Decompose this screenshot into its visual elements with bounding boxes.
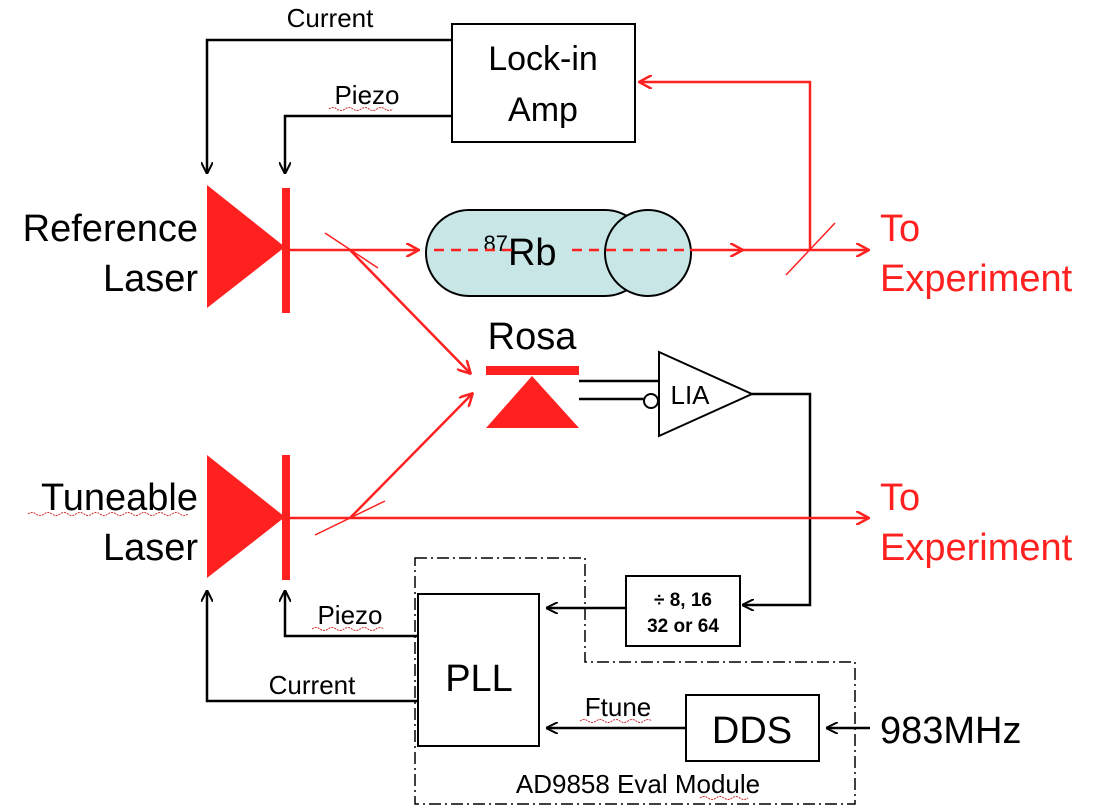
rosa-label: Rosa bbox=[488, 316, 578, 358]
top-piezo-label: Piezo bbox=[334, 80, 399, 110]
rb-element: Rb bbox=[508, 232, 557, 274]
bottom-piezo-label: Piezo bbox=[317, 600, 382, 630]
to-experiment-bottom-line1: To bbox=[880, 477, 920, 519]
rosa-diode bbox=[486, 376, 579, 428]
reference-laser-label-line2: Laser bbox=[103, 258, 198, 300]
divider-label-line1: ÷ 8, 16 bbox=[654, 590, 712, 611]
bottom-piezo-squiggle bbox=[311, 627, 385, 631]
tuneable-laser-label-line2: Laser bbox=[103, 527, 198, 569]
tuneable-laser-bar bbox=[282, 455, 290, 580]
dds-box bbox=[685, 694, 820, 762]
tuneable-to-rosa-beam bbox=[349, 394, 472, 519]
tuneable-beam-splitter bbox=[314, 500, 386, 536]
lia-output-wire bbox=[744, 392, 812, 605]
frequency-divider-box bbox=[625, 575, 741, 647]
tuneable-squiggle bbox=[27, 512, 189, 516]
rosa-bar bbox=[486, 366, 579, 375]
rb-cell-label: 87Rb bbox=[483, 231, 556, 274]
top-current-wire bbox=[207, 38, 452, 172]
to-experiment-bottom-line2: Experiment bbox=[880, 527, 1073, 569]
reference-laser-diode bbox=[207, 185, 285, 308]
rb-cell-end bbox=[604, 209, 692, 297]
eval-module-boundary bbox=[414, 557, 856, 805]
bottom-current-wire bbox=[207, 592, 418, 703]
lia-inverting-input bbox=[643, 393, 659, 409]
divider-label-line2: 32 or 64 bbox=[647, 616, 719, 637]
bottom-current-label: Current bbox=[269, 670, 356, 700]
lia-amplifier bbox=[658, 350, 755, 438]
top-piezo-wire bbox=[285, 114, 452, 172]
to-experiment-top-line2: Experiment bbox=[880, 258, 1073, 300]
tuneable-laser-label-line1: Tuneable bbox=[41, 477, 198, 519]
top-current-label: Current bbox=[287, 3, 374, 33]
reference-to-rosa-beam bbox=[349, 249, 470, 373]
rb-isotope-superscript: 87 bbox=[483, 231, 507, 256]
lia-label: LIA bbox=[670, 380, 710, 410]
reference-laser-label-line1: Reference bbox=[23, 208, 198, 250]
lockin-feedback-beam bbox=[640, 82, 812, 250]
lockin-amp-label-line1: Lock-in bbox=[488, 40, 598, 78]
ftune-label: Ftune bbox=[585, 692, 652, 722]
pll-box bbox=[417, 593, 540, 747]
top-piezo-squiggle bbox=[328, 107, 394, 111]
ftune-squiggle bbox=[579, 719, 653, 723]
lockin-amp-label-line2: Amp bbox=[508, 91, 578, 129]
bottom-piezo-wire bbox=[285, 592, 418, 638]
eval-module-label: AD9858 Eval Module bbox=[516, 769, 760, 799]
to-experiment-top-line1: To bbox=[880, 208, 920, 250]
tuneable-laser-diode bbox=[207, 455, 285, 578]
reference-laser-bar bbox=[282, 188, 290, 313]
dds-label: DDS bbox=[712, 710, 792, 752]
pll-label: PLL bbox=[445, 658, 513, 700]
lockin-amp-box bbox=[451, 23, 636, 143]
eval-squiggle bbox=[699, 796, 749, 800]
reference-input-label: 983MHz bbox=[880, 710, 1022, 752]
